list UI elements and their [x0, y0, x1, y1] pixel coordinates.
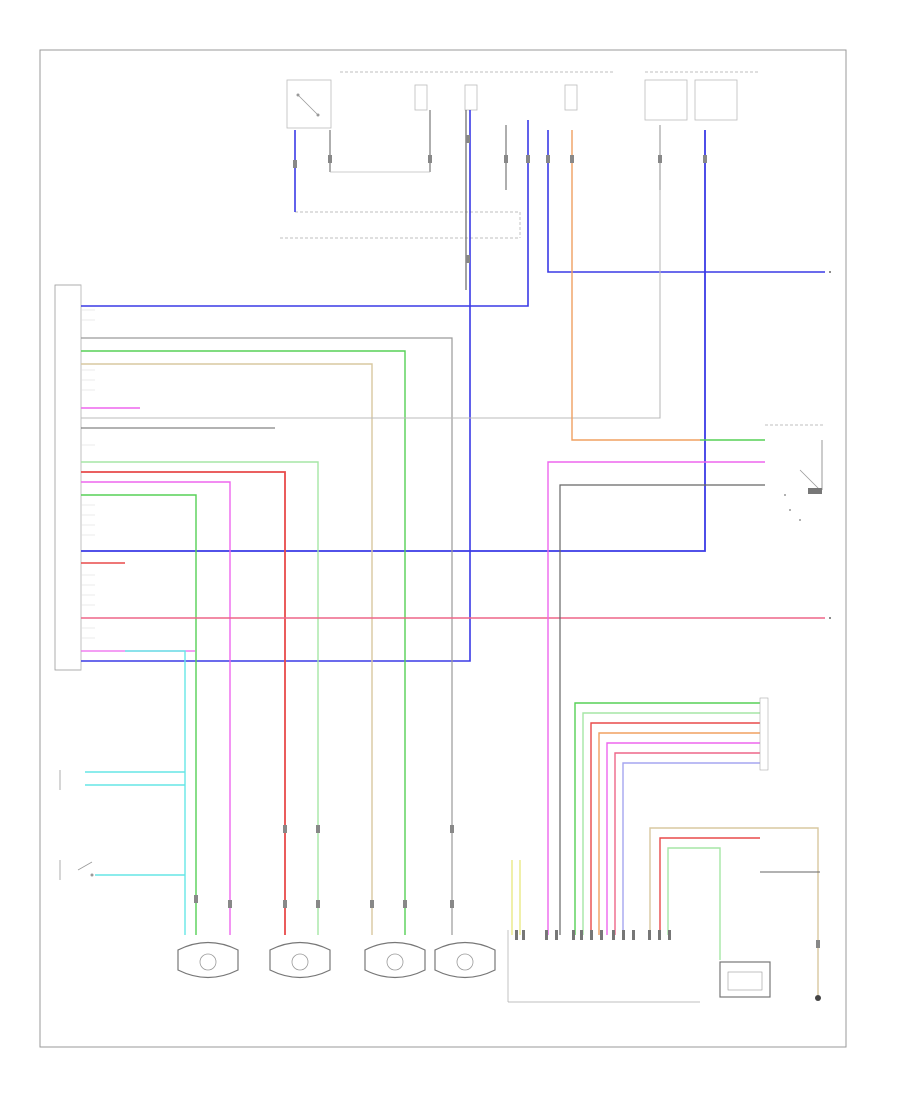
steering-angle-sensor: [719, 961, 771, 998]
wire-light-green-2: [81, 494, 197, 935]
ground-icon: [815, 995, 821, 1001]
wire-light-green-1: [81, 350, 406, 935]
wire-green-2: [81, 461, 319, 935]
pressure-switch: [765, 424, 825, 521]
actuator-pin-ticks: [81, 309, 95, 639]
wire-blue-long: [81, 130, 706, 552]
yaw-sensor-harness: [574, 702, 760, 935]
right-edge-arrows: [829, 271, 831, 619]
top-stubs: [329, 110, 661, 190]
front-right-speed-sensor: [269, 941, 331, 979]
brake-actuator-assembly: [54, 284, 82, 671]
stop-lamp-switch: [286, 79, 332, 129]
wire-tan-1: [81, 363, 373, 935]
rear-right-speed-sensor: [364, 941, 426, 979]
wire-gray-1: [81, 337, 453, 935]
inline-connectors: [194, 135, 820, 948]
fuse-block-top: [340, 71, 760, 121]
wire-blue-main: [81, 120, 529, 307]
front-left-speed-sensor: [177, 941, 239, 979]
wire-gray-2: [81, 130, 661, 419]
skid-control-ecu-connector: [507, 860, 700, 1003]
yaw-rate-sensor: [759, 697, 769, 771]
wire-red-2: [81, 471, 286, 935]
wire-dark-gray-right: [559, 484, 765, 935]
rear-left-speed-sensor: [434, 941, 496, 979]
steering-angle-harness: [649, 827, 820, 995]
wire-pink-2: [81, 481, 231, 935]
parking-brake-switch: [59, 860, 94, 880]
wire-magenta-right: [547, 461, 765, 935]
wire-blue-center: [81, 110, 471, 662]
wire-blue-top-feed: [547, 130, 825, 273]
wire-cyan-5: [85, 650, 186, 935]
wire-orange: [571, 130, 700, 441]
diagram-frame: [39, 49, 847, 1048]
